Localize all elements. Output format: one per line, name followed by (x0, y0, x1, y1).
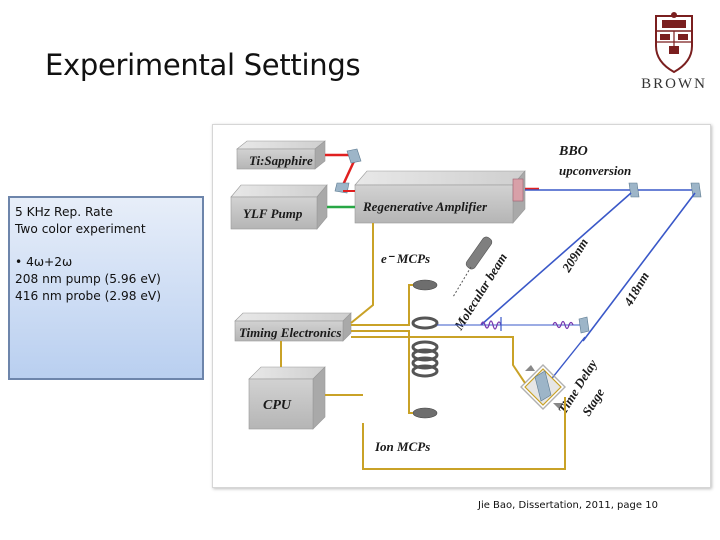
ion-mcp-plate (412, 407, 438, 419)
shield-icon (655, 12, 693, 74)
ylf-pump-box (230, 184, 328, 230)
probe-text: 416 nm probe (2.98 eV) (15, 289, 162, 303)
ti-sapphire-label: Ti:Sapphire (249, 153, 313, 168)
frequency-bullet: • 4ω+2ω (15, 255, 73, 269)
pump-pulse-icon (480, 320, 502, 330)
bbo-label: BBO (558, 144, 588, 159)
bbo-crystal (512, 178, 524, 202)
citation: Jie Bao, Dissertation, 2011, page 10 (478, 500, 658, 511)
signal-cables (280, 223, 566, 470)
209nm-label: 209nm (558, 235, 591, 275)
probe-pulse-icon (552, 320, 574, 330)
electrode-ring (411, 316, 439, 330)
timing-electronics-label: Timing Electronics (239, 325, 341, 340)
timing-electronics-box (234, 312, 352, 342)
experimental-setup-diagram: Ti:Sapphire YLF Pump Regenerative Amplif… (230, 140, 702, 470)
time-delay-stage (520, 364, 566, 410)
rep-rate-text: 5 KHz Rep. Rate (15, 205, 113, 219)
molecular-beam-nozzle (465, 236, 493, 270)
ti-sapphire-box (236, 140, 326, 170)
retroreflector-icon (534, 370, 552, 402)
diagram-frame: Ti:Sapphire YLF Pump Regenerative Amplif… (212, 124, 711, 488)
upconversion-label: upconversion (559, 163, 631, 178)
brown-logo: BROWN (636, 12, 712, 98)
mirror-icon (346, 148, 362, 164)
mirror-icon (578, 316, 590, 334)
electron-mcp-plate (412, 279, 438, 291)
418nm-label: 418nm (620, 269, 652, 309)
regenerative-amplifier-label: Regenerative Amplifier (362, 199, 488, 214)
regenerative-amplifier-box (354, 170, 526, 224)
ylf-pump-label: YLF Pump (243, 206, 303, 221)
ion-mcps-label: Ion MCPs (374, 439, 430, 454)
mirror-icon (690, 182, 702, 198)
probe-418nm-beam (582, 192, 696, 342)
pump-209nm-beam (480, 192, 632, 326)
mirror-icon (628, 182, 640, 198)
slide-title: Experimental Settings (45, 48, 361, 82)
electron-mcps-label: e⁻ MCPs (381, 251, 430, 266)
info-box: 5 KHz Rep. Rate Two color experiment • 4… (8, 196, 204, 380)
experiment-type-text: Two color experiment (15, 222, 146, 236)
logo-text: BROWN (641, 76, 707, 92)
pump-text: 208 nm pump (5.96 eV) (15, 272, 161, 286)
cpu-label: CPU (263, 398, 292, 413)
cpu-box (248, 366, 326, 430)
